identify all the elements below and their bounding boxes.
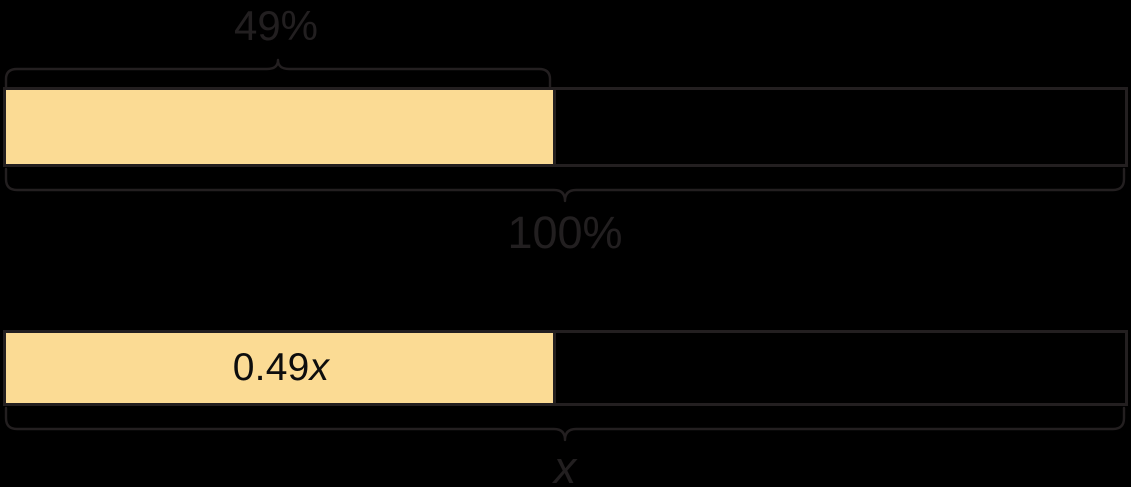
percent-bar-fill: [6, 90, 556, 164]
brace-49-percent-icon: [4, 58, 552, 90]
variable-bar-fill: [6, 333, 556, 403]
brace-100-percent-icon: [4, 167, 1126, 203]
brace-label-100-percent: 100%: [507, 207, 623, 258]
brace-label-x: x: [553, 442, 577, 487]
percent-bar-track: [3, 87, 1128, 167]
brace-label-49-percent: 49%: [233, 2, 319, 49]
brace-x-total-icon: [4, 406, 1126, 442]
expression-variable: x: [309, 346, 330, 389]
expression-coefficient: 0.49: [232, 346, 310, 389]
